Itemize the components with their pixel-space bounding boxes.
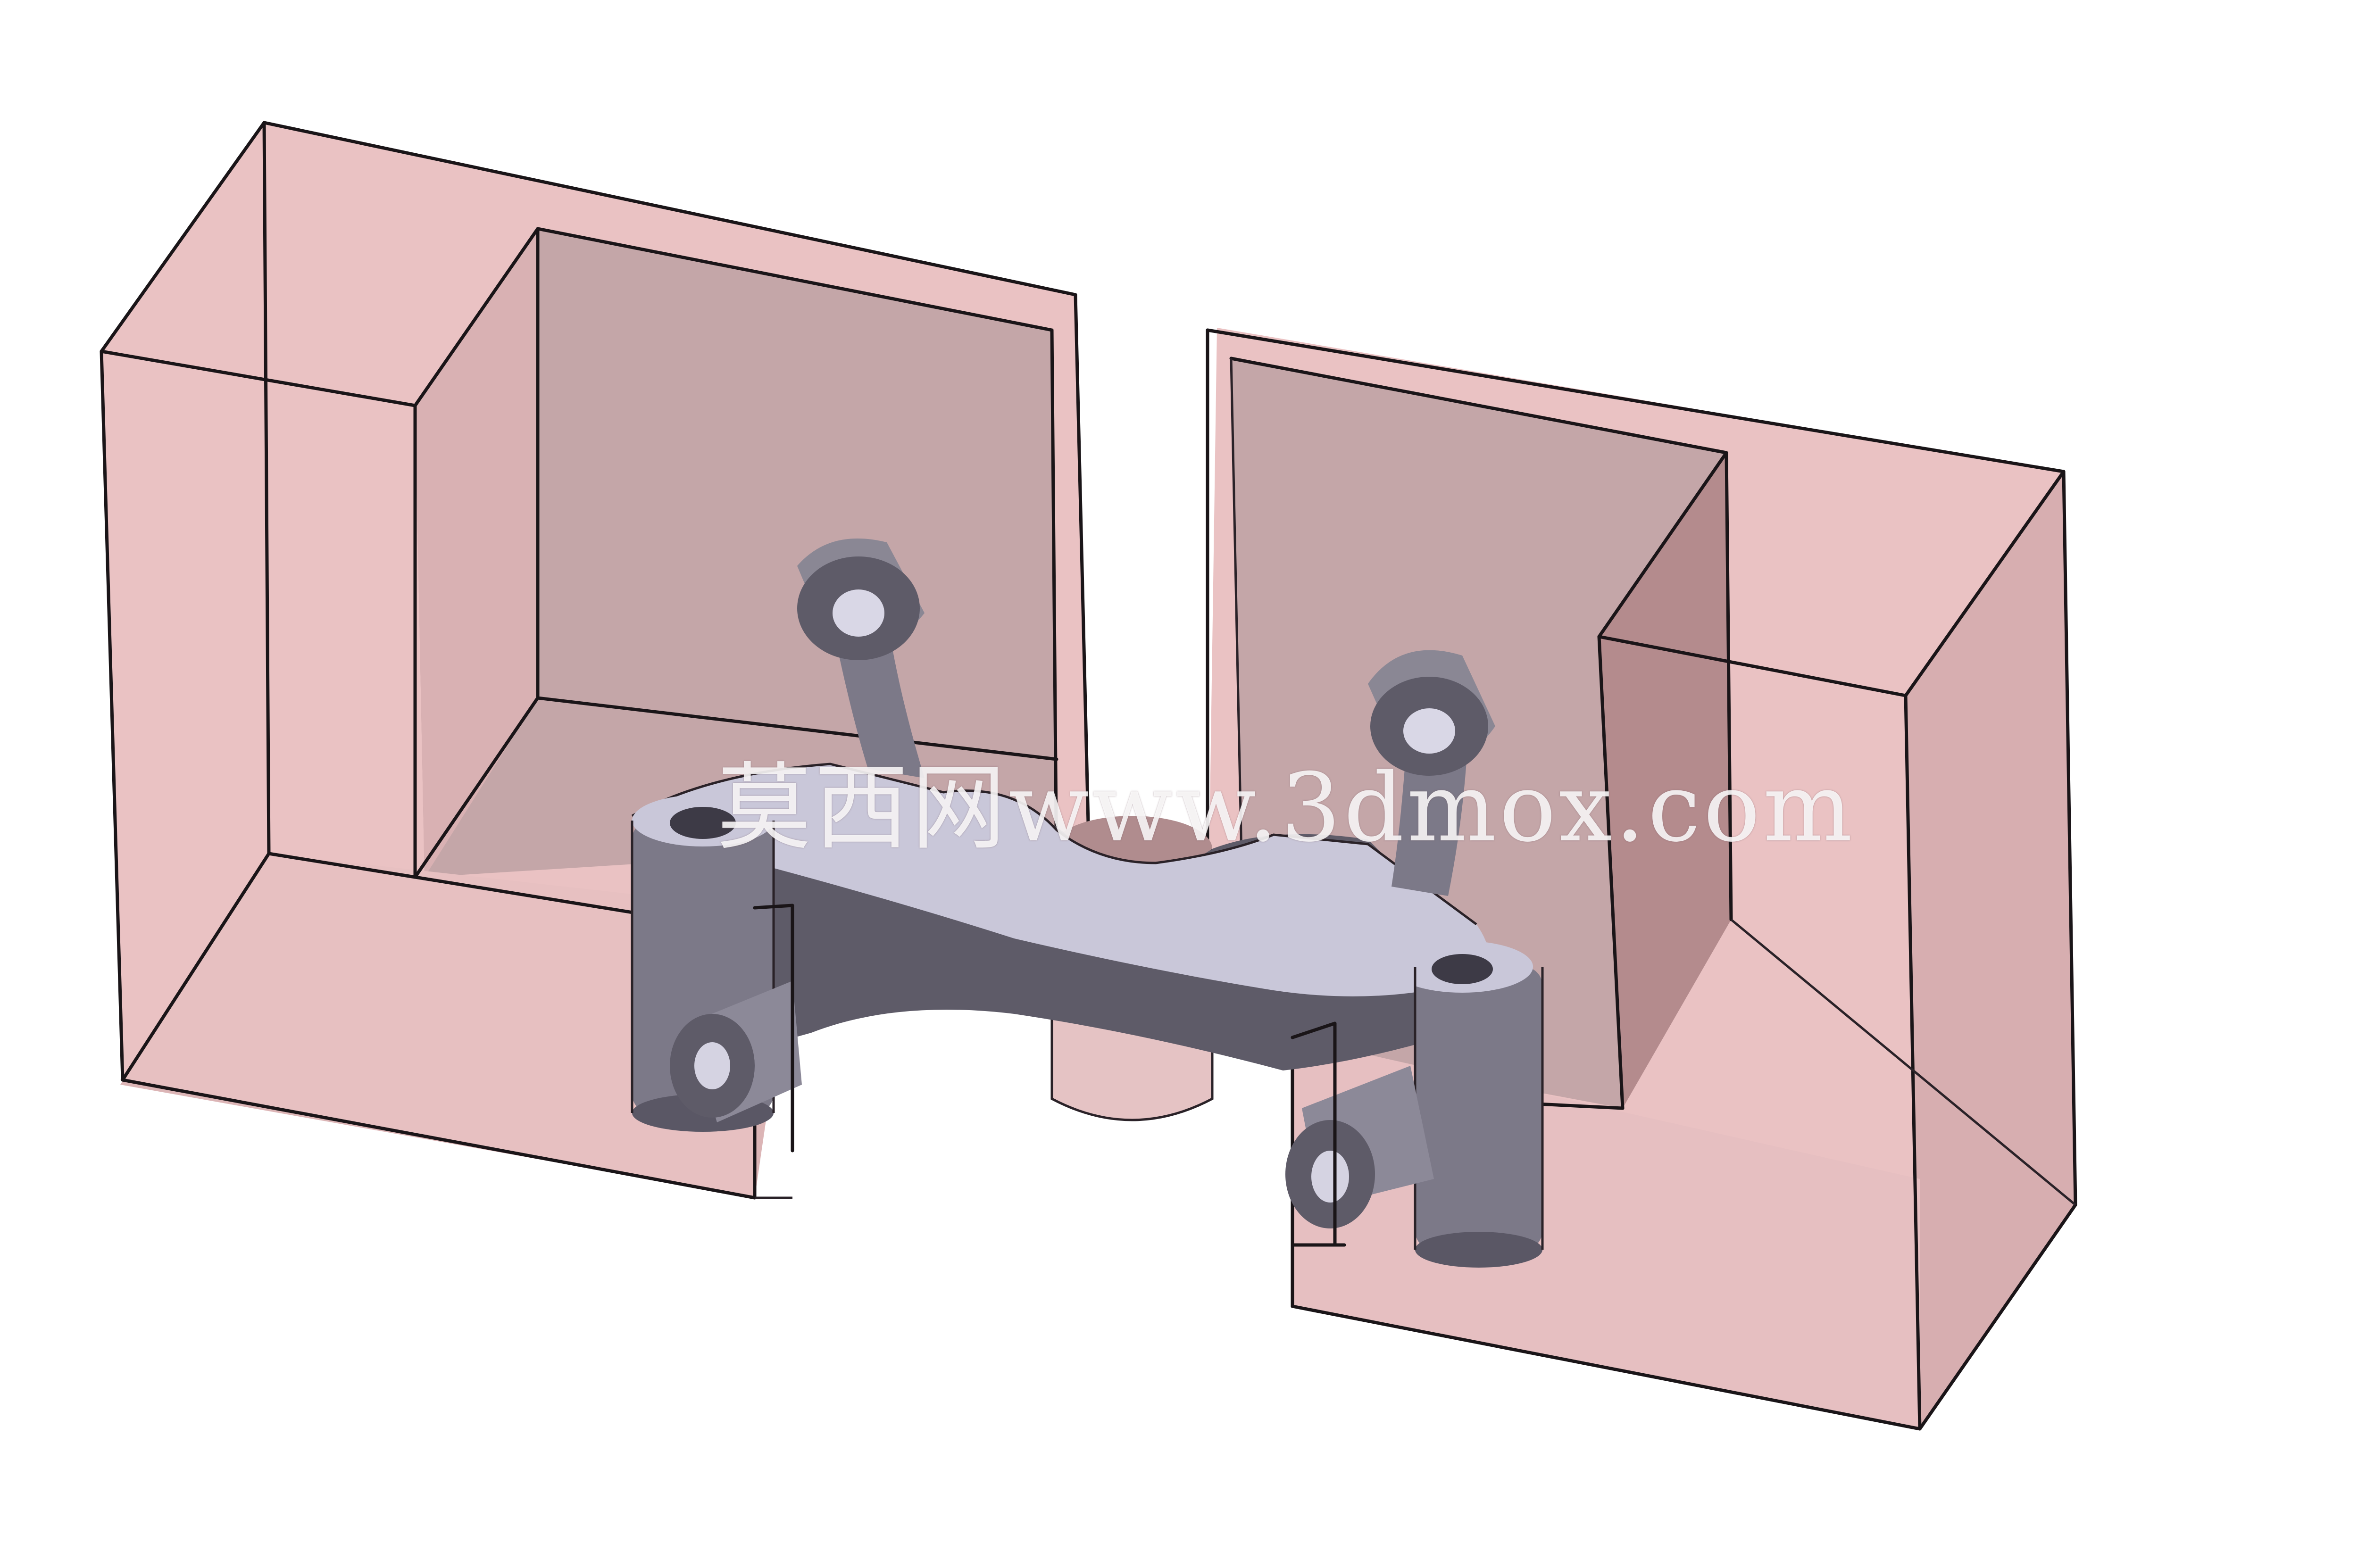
left-lower-lug (670, 981, 802, 1122)
left-upper-arm (797, 538, 925, 778)
part-top-face (632, 764, 1489, 996)
watermark-text: 莫西网www.3dmox.com (717, 753, 1856, 863)
right-boss (1391, 941, 1544, 1268)
left-mold-half (100, 121, 1092, 1200)
cast-part (631, 538, 1544, 1268)
right-upper-arm (1368, 650, 1495, 896)
